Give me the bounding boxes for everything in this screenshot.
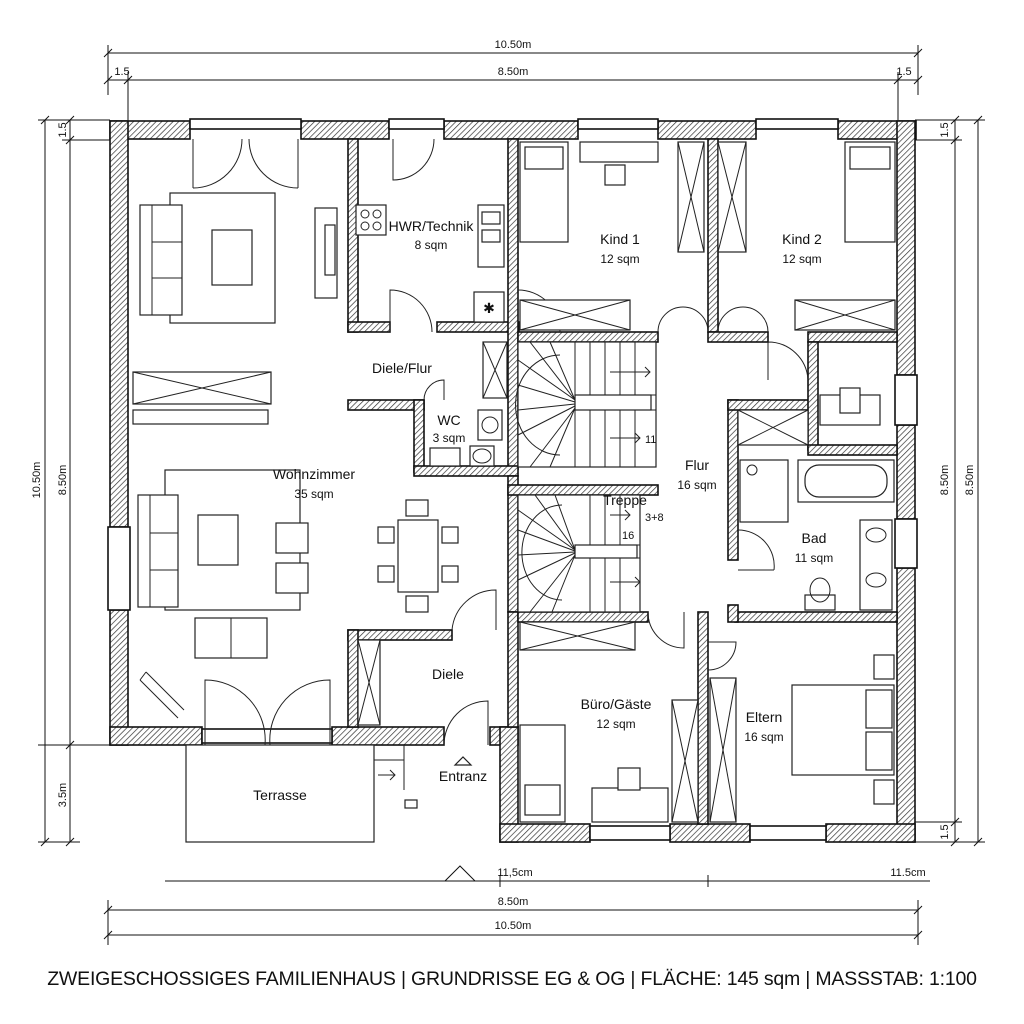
room-wohnzimmer-name: Wohnzimmer	[273, 466, 356, 482]
dim-right-inner-b: 8.50m	[964, 465, 976, 496]
room-kind2-area: 12 sqm	[782, 252, 821, 266]
stair-count: 16	[622, 530, 634, 542]
plan-footer-caption: ZWEIGESCHOSSIGES FAMILIENHAUS | GRUNDRIS…	[47, 968, 977, 990]
stairs	[515, 341, 657, 613]
kind2-furniture	[717, 141, 896, 331]
wc-fixtures	[429, 341, 508, 467]
room-buero-area: 12 sqm	[596, 717, 635, 731]
room-kind1-name: Kind 1	[600, 231, 640, 247]
dim-left-terrace: 3.5m	[57, 783, 69, 807]
room-flur-name: Flur	[685, 457, 709, 473]
hwr-fixtures: ✱	[355, 204, 505, 323]
svg-text:✱: ✱	[483, 300, 495, 316]
room-eltern-area: 16 sqm	[744, 730, 783, 744]
room-eltern-name: Eltern	[746, 709, 783, 725]
dim-bottom-wall-b: 11.5cm	[890, 867, 925, 879]
room-hwr-name: HWR/Technik	[389, 218, 475, 234]
room-kind2-name: Kind 2	[782, 231, 822, 247]
room-treppe-name: Treppe	[603, 492, 647, 508]
eltern-furniture	[709, 654, 895, 823]
room-buero-name: Büro/Gäste	[581, 696, 652, 712]
bath-fixtures	[737, 387, 895, 611]
living-furniture	[132, 192, 459, 719]
dim-right-inner-a: 8.50m	[939, 465, 951, 496]
dim-left-total: 10.50m	[31, 462, 43, 499]
dim-top-left-wall: 1.5	[114, 66, 129, 78]
dim-right-top-wall: 1.5	[939, 122, 951, 137]
room-diele-flur-name: Diele/Flur	[372, 360, 432, 376]
dim-top-inner: 8.50m	[498, 66, 529, 78]
kind1-furniture	[519, 141, 705, 331]
room-bad-area: 11 sqm	[795, 551, 833, 565]
room-wc-area: 3 sqm	[433, 431, 466, 445]
dim-bottom-total: 10.50m	[495, 920, 532, 932]
dim-left-top-wall: 1.5	[57, 122, 69, 137]
buero-furniture	[519, 621, 699, 823]
room-kind1-area: 12 sqm	[600, 252, 639, 266]
dimension-labels: 10.50m 8.50m 1.5 1.5 10.50m 8.50m 1.5 3.…	[31, 39, 976, 932]
dim-top-right-wall: 1.5	[896, 66, 911, 78]
dim-bottom-wall-a: 11,5cm	[497, 867, 532, 879]
room-wohnzimmer-area: 35 sqm	[294, 487, 333, 501]
dim-right-bottom-wall: 1.5	[939, 824, 951, 839]
room-entranz-name: Entranz	[439, 768, 487, 784]
stair-steps-upper: 11	[645, 434, 656, 446]
room-hwr-area: 8 sqm	[415, 238, 448, 252]
stair-labels: 11 3+8 16	[622, 434, 664, 542]
room-diele-name: Diele	[432, 666, 464, 682]
room-bad-name: Bad	[802, 530, 827, 546]
dimension-lines	[38, 45, 985, 945]
dim-left-inner: 8.50m	[57, 465, 69, 496]
dim-top-total: 10.50m	[495, 39, 532, 51]
outer-walls	[107, 118, 918, 843]
stair-steps-lower: 3+8	[645, 512, 664, 524]
dim-bottom-inner: 8.50m	[498, 896, 529, 908]
diele-fixtures	[185, 639, 473, 843]
room-wc-name: WC	[437, 412, 460, 428]
room-terrasse-name: Terrasse	[253, 787, 307, 803]
room-flur-area: 16 sqm	[677, 478, 716, 492]
room-labels: HWR/Technik 8 sqm Kind 1 12 sqm Kind 2 1…	[253, 218, 833, 803]
